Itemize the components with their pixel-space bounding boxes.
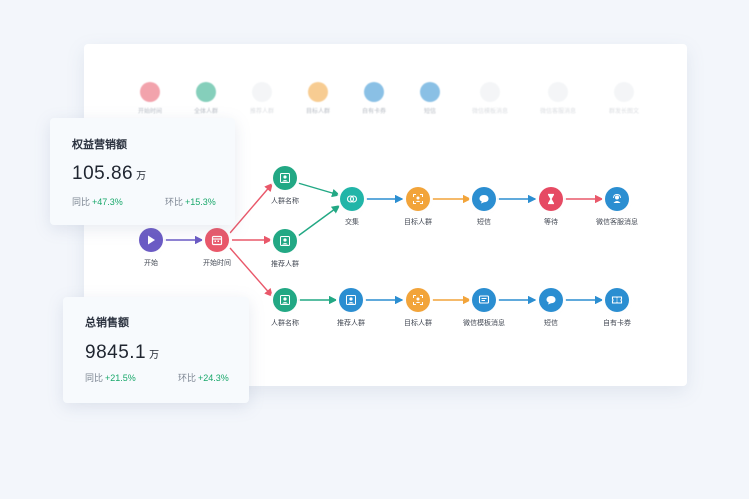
node-label: 推荐人群 — [271, 261, 299, 268]
node-coupon[interactable]: 自有卡券 — [587, 288, 647, 328]
metric-yoy: 同比+47.3% — [72, 195, 123, 208]
node-recommend-bottom[interactable]: 推荐人群 — [321, 288, 381, 328]
play-icon — [139, 228, 163, 252]
node-wechat-service[interactable]: 微信客服消息 — [587, 187, 647, 227]
node-top-crowd[interactable]: 人群名称 — [255, 166, 315, 206]
edge-to-bottom-crowd — [229, 247, 273, 298]
metric-title: 权益营销额 — [72, 139, 127, 151]
node-label: 自有卡券 — [603, 320, 631, 327]
node-label: 微信模板消息 — [463, 320, 505, 327]
hourglass-icon — [539, 187, 563, 211]
target-icon — [406, 288, 430, 312]
yoy-label: 同比 — [72, 197, 91, 207]
node-label: 开始 — [144, 260, 158, 267]
node-label: 推荐人群 — [337, 320, 365, 327]
metric-mom: 环比+15.3% — [165, 195, 216, 208]
chat-icon — [472, 187, 496, 211]
node-label: 等待 — [544, 219, 558, 226]
node-wait[interactable]: 等待 — [521, 187, 581, 227]
node-label: 人群名称 — [271, 198, 299, 205]
user-icon — [273, 166, 297, 190]
metric-unit: 万 — [149, 350, 160, 361]
template-icon — [472, 288, 496, 312]
metric-unit: 万 — [136, 171, 147, 182]
user-icon — [339, 288, 363, 312]
yoy-label: 同比 — [85, 373, 104, 383]
target-icon — [406, 187, 430, 211]
node-start[interactable]: 开始 — [121, 228, 181, 268]
node-label: 微信客服消息 — [596, 219, 638, 226]
edge-to-top-crowd — [229, 182, 273, 234]
node-label: 开始时间 — [203, 260, 231, 267]
mom-label: 环比 — [178, 373, 197, 383]
node-sms-bottom[interactable]: 短信 — [521, 288, 581, 328]
mom-value: +15.3% — [185, 197, 216, 207]
metric-number: 9845.1 — [85, 342, 147, 363]
user-icon — [273, 288, 297, 312]
mom-label: 环比 — [165, 197, 184, 207]
node-label: 交集 — [345, 219, 359, 226]
ticket-icon — [605, 288, 629, 312]
node-bottom-crowd[interactable]: 人群名称 — [255, 288, 315, 328]
node-target-bottom[interactable]: 目标人群 — [388, 288, 448, 328]
calendar-icon — [205, 228, 229, 252]
node-wechat-template[interactable]: 微信模板消息 — [454, 288, 514, 328]
node-sms-top[interactable]: 短信 — [454, 187, 514, 227]
yoy-value: +21.5% — [105, 373, 136, 383]
metric-number: 105.86 — [72, 163, 134, 184]
mom-value: +24.3% — [198, 373, 229, 383]
metric-mom: 环比+24.3% — [178, 371, 229, 384]
node-label: 短信 — [544, 320, 558, 327]
yoy-value: +47.3% — [92, 197, 123, 207]
intersect-icon — [340, 187, 364, 211]
node-start-time[interactable]: 开始时间 — [187, 228, 247, 268]
metric-yoy: 同比+21.5% — [85, 371, 136, 384]
node-label: 目标人群 — [404, 219, 432, 226]
edge-mid-intersect — [297, 205, 341, 237]
metric-title: 总销售额 — [85, 317, 129, 329]
node-label: 短信 — [477, 219, 491, 226]
edge-top-intersect — [297, 182, 341, 198]
node-label: 人群名称 — [271, 320, 299, 327]
node-label: 目标人群 — [404, 320, 432, 327]
node-intersect[interactable]: 交集 — [322, 187, 382, 227]
chat-icon — [539, 288, 563, 312]
service-icon — [605, 187, 629, 211]
node-mid-crowd[interactable]: 推荐人群 — [255, 229, 315, 269]
user-icon — [273, 229, 297, 253]
node-target-top[interactable]: 目标人群 — [388, 187, 448, 227]
